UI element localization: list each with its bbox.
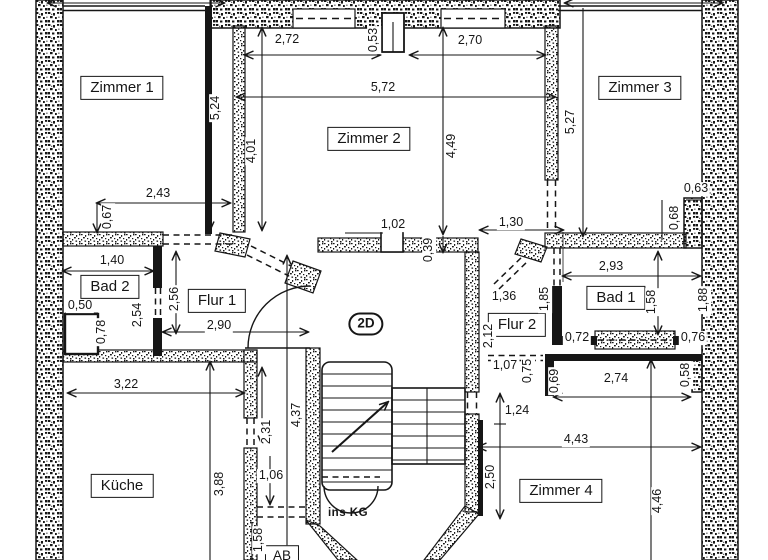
room-label-kueche: Küche [90,473,154,499]
dimension-label: 2,31 [259,417,274,447]
dimension-label: 0,53 [366,25,381,55]
dimension-label: 3,22 [111,377,141,392]
dimension-label: 4,46 [650,486,665,516]
dimension-label: 4,01 [244,136,259,166]
dimension-label: 2,72 [272,32,302,47]
room-label-bad-1: Bad 1 [586,285,646,311]
dimension-label: 2,54 [130,300,145,330]
dimension-label: 0,58 [678,360,693,390]
dimension-label: 0,50 [65,298,95,313]
staircase [321,361,466,491]
dimension-label: 2,43 [143,186,173,201]
dimension-label: 0,67 [100,202,115,232]
inner-walls [62,25,687,560]
dimension-label: 0,78 [94,317,109,347]
dimension-label: 2,70 [455,33,485,48]
room-label-flur-2: Flur 2 [487,312,547,338]
windows [292,8,506,53]
dimension-label: 1,58 [251,525,266,555]
dimension-label: 4,49 [444,131,459,161]
room-label-zimmer-4: Zimmer 4 [519,478,603,504]
room-label-zimmer-1: Zimmer 1 [80,75,164,101]
dimension-label: 4,43 [561,432,591,447]
dimension-label: 4,37 [289,400,304,430]
dimension-lines [48,0,722,560]
dimension-label: 2,50 [483,462,498,492]
dimension-label: 5,72 [368,80,398,95]
dimension-label: 5,24 [208,93,223,123]
dimension-label: 2,93 [596,259,626,274]
dimension-label: 2,90 [204,318,234,333]
dimension-label: 0,76 [678,330,708,345]
dimension-label: 5,27 [563,107,578,137]
dimension-label: 0,68 [667,203,682,233]
room-label-flur-1: Flur 1 [187,288,247,314]
dimension-label: 1,88 [696,285,711,315]
shaft-label: AB [264,545,300,560]
room-label-zimmer-2: Zimmer 2 [327,126,411,152]
dimension-label: 1,40 [97,253,127,268]
dimension-label: 1,85 [537,284,552,314]
room-label-bad-2: Bad 2 [80,274,140,300]
dimension-label: 0,39 [421,235,436,265]
zimmer4-door-gap [488,353,543,362]
dimension-label: 1,07 [490,358,520,373]
dimension-label: 3,88 [212,469,227,499]
dimension-label: 1,24 [502,403,532,418]
dimension-label: 2,74 [601,371,631,386]
dimension-label: 1,06 [256,468,286,483]
dimension-label: 1,02 [378,217,408,232]
dimension-label: 1,36 [489,289,519,304]
bad2-shaft-closet [63,312,100,356]
dimension-label: 0,75 [520,356,535,386]
dimension-label: 0,63 [681,181,711,196]
room-label-zimmer-3: Zimmer 3 [598,75,682,101]
dimension-label: 0,72 [562,330,592,345]
stair-direction-arrow [331,402,388,453]
dimension-label: 1,58 [644,287,659,317]
dimension-label: 2,56 [167,284,182,314]
unit-number-badge: 2D [348,312,384,336]
dimension-label: 1,30 [496,215,526,230]
dimension-label: 2,12 [481,321,496,351]
dimension-label: 0,69 [547,366,562,396]
stair-basement-note: ins KG [327,507,369,519]
